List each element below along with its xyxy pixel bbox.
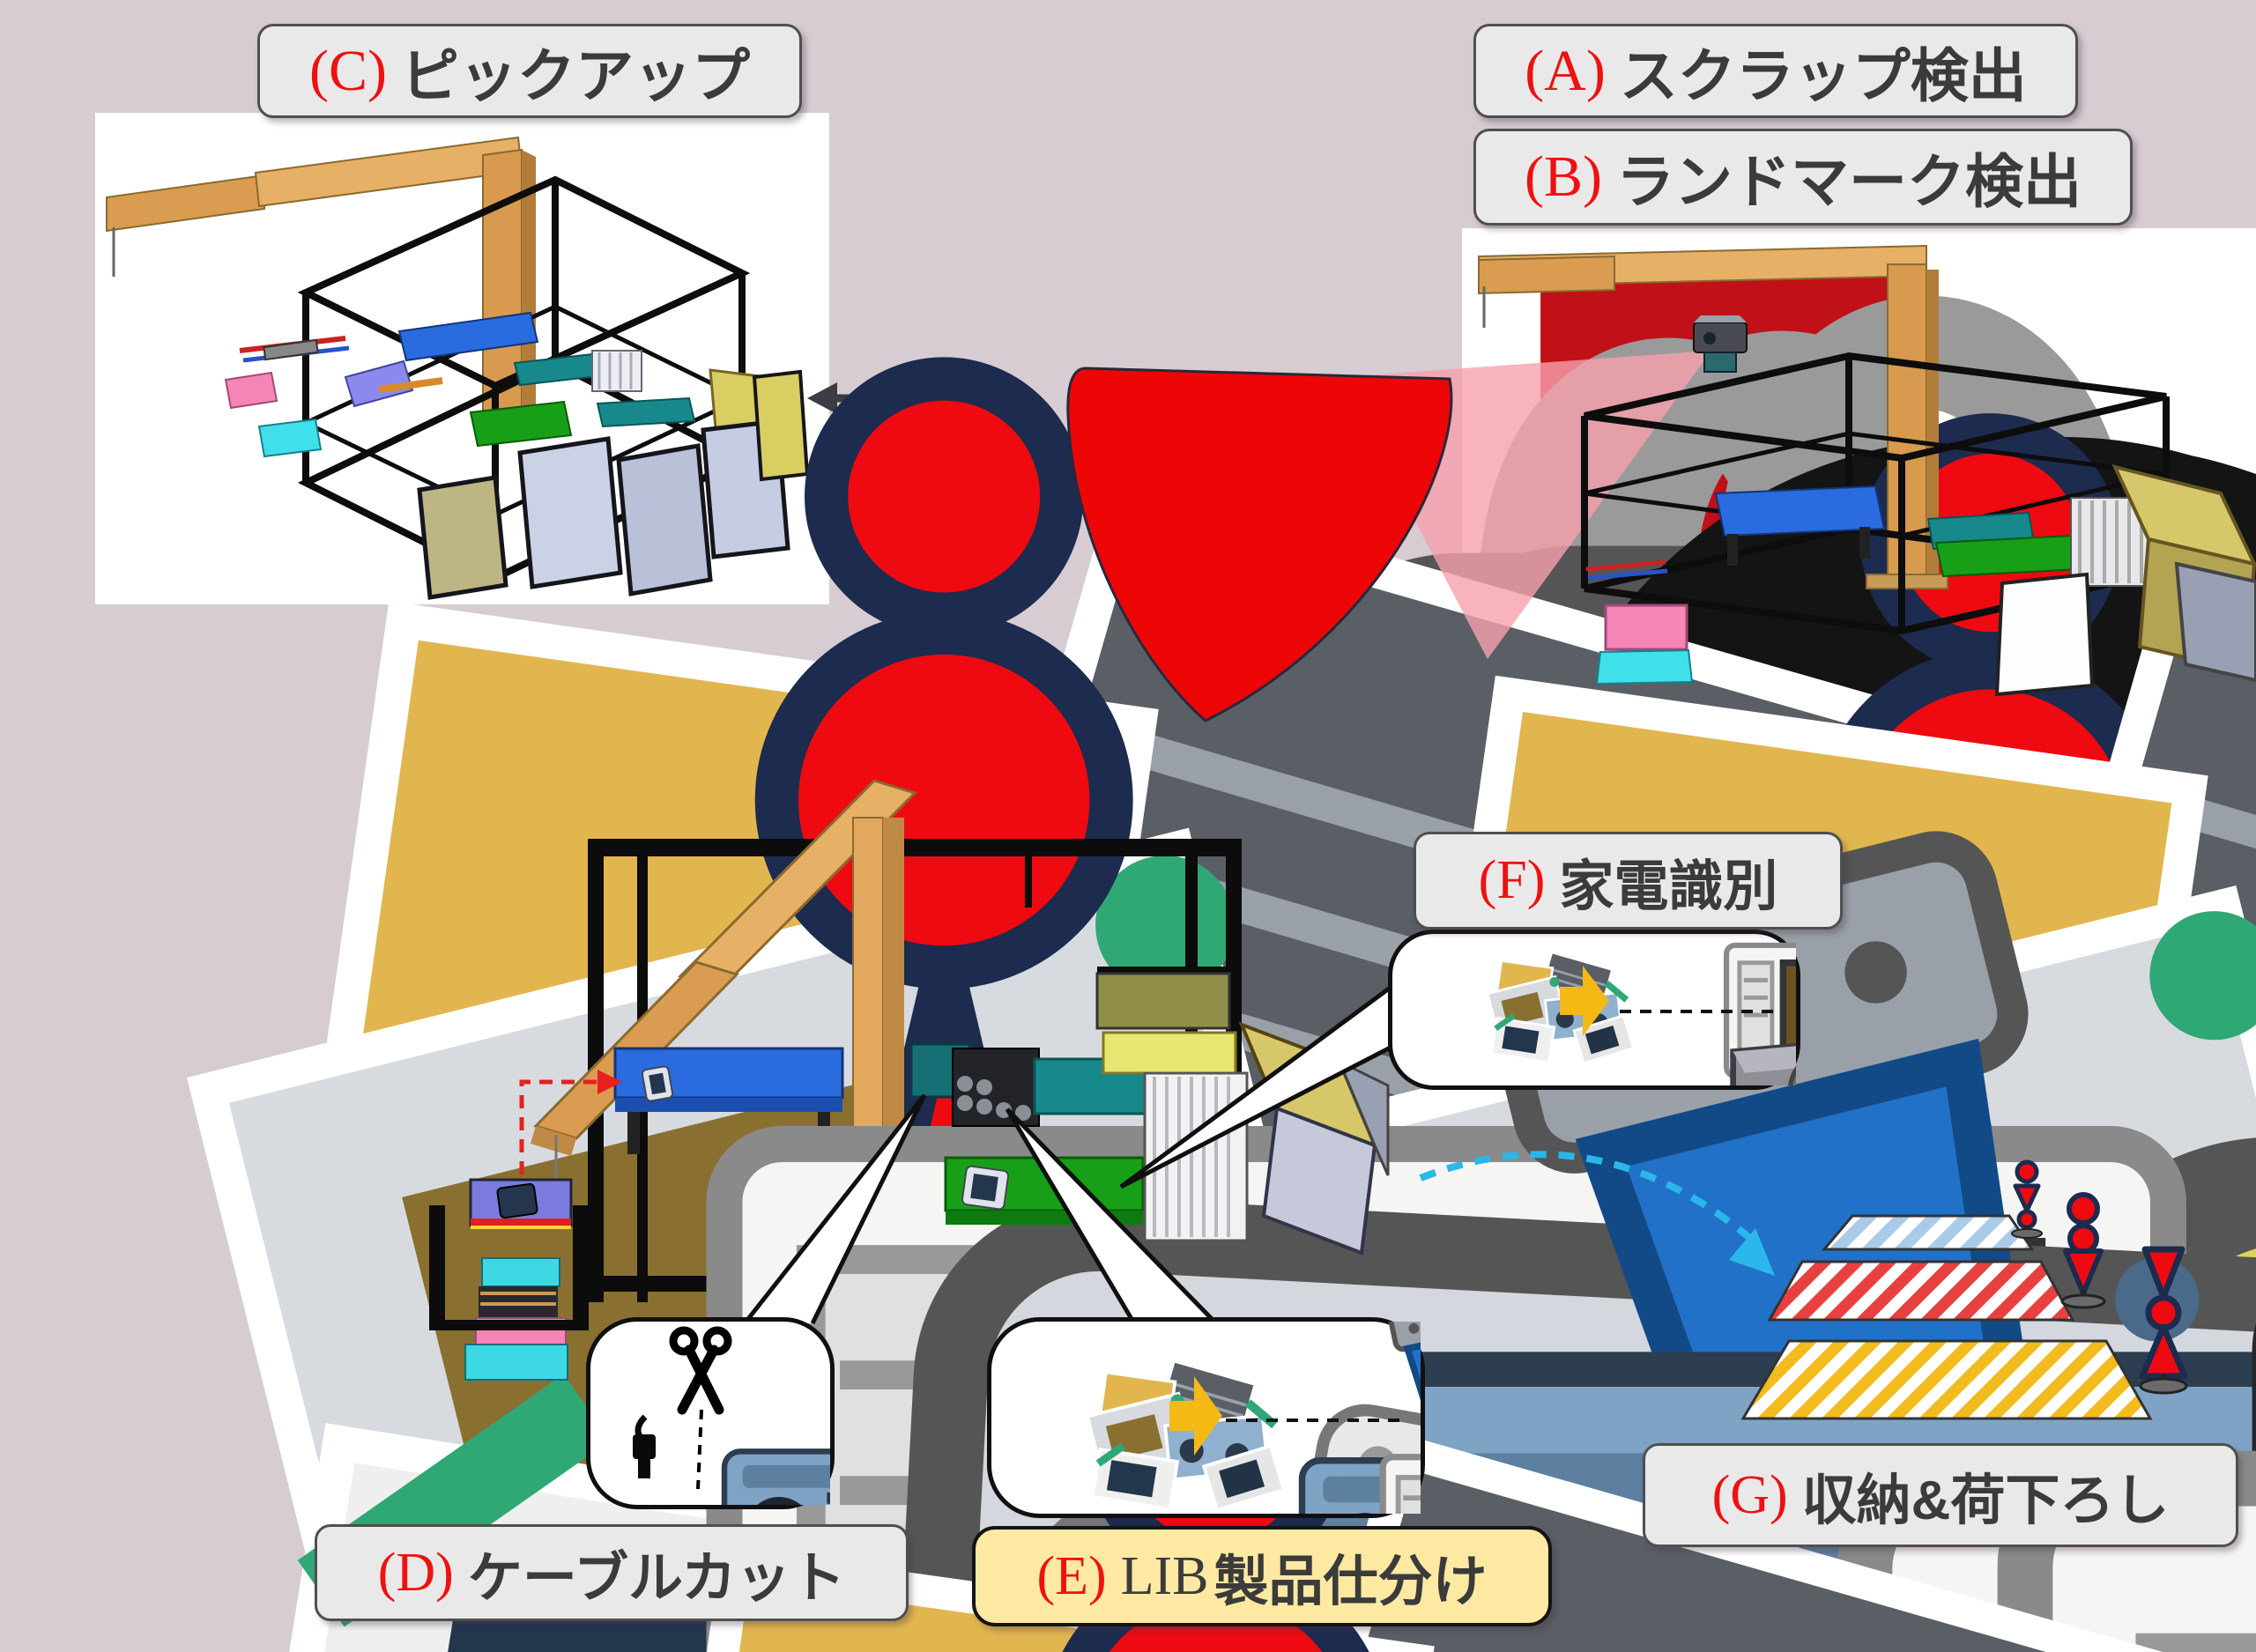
step-text-d: ケーブルカット [467,1548,846,1609]
tray-red [1767,1260,2075,1322]
person-marker-small [2011,1159,2043,1239]
step-text-e: 製品仕分け [1213,1552,1488,1612]
label-g-storage-unload: (G) 収納&荷下ろし [1643,1443,2238,1547]
step-latin-e: LIB [1120,1545,1209,1606]
tray-blue [1821,1214,2035,1251]
step-letter-g: (G) [1711,1464,1788,1525]
cut-divider [696,1409,703,1490]
step-text-g: 収納&荷下ろし [1801,1471,2170,1531]
label-d-cable-cut: (D) ケーブルカット [315,1524,909,1621]
arrow-to-pickup [807,382,1020,414]
step-text-b: ランドマーク検出 [1615,149,2082,214]
microwave-icon [1381,1456,1421,1514]
label-c-pickup: (C) ピックアップ [257,24,802,118]
step-letter-a: (A) [1525,38,1606,103]
label-a-scrap-detection: (A) スクラップ検出 [1473,24,2078,118]
step-text-c: ピックアップ [400,42,750,108]
scissors-icon [669,1326,732,1415]
tray-yellow [1740,1339,2153,1420]
scrap-pile-icon [1086,1359,1286,1512]
label-e-lib-sorting: (E) LIB 製品仕分け [972,1526,1552,1626]
callout-lib-sorting [987,1317,1425,1518]
step-text-a: スクラップ検出 [1619,42,2027,108]
label-f-appliance-id: (F) 家電識別 [1414,832,1843,930]
person-marker-medium [2060,1192,2106,1309]
arrow-pickup-to-main [636,665,745,771]
cyan-dashed-arrow [1419,1151,1775,1276]
boombox-icon [723,1425,830,1505]
step-text-f: 家電識別 [1559,856,1778,917]
step-letter-d: (D) [377,1542,454,1603]
person-marker-large [2139,1246,2188,1395]
detection-cone-blob [1066,367,1453,722]
callout-cable-cut [586,1317,835,1509]
callout-appliance-id [1388,930,1800,1090]
label-b-landmark-detection: (B) ランドマーク検出 [1473,129,2133,226]
panel-pickup-scene [95,113,829,604]
power-plug-icon [633,1414,656,1478]
step-letter-c: (C) [309,38,387,103]
step-letter-b: (B) [1525,144,1602,209]
step-letter-f: (F) [1478,850,1546,910]
step-letter-e: (E) [1036,1545,1107,1606]
panel-detection-scene [1462,228,2256,685]
